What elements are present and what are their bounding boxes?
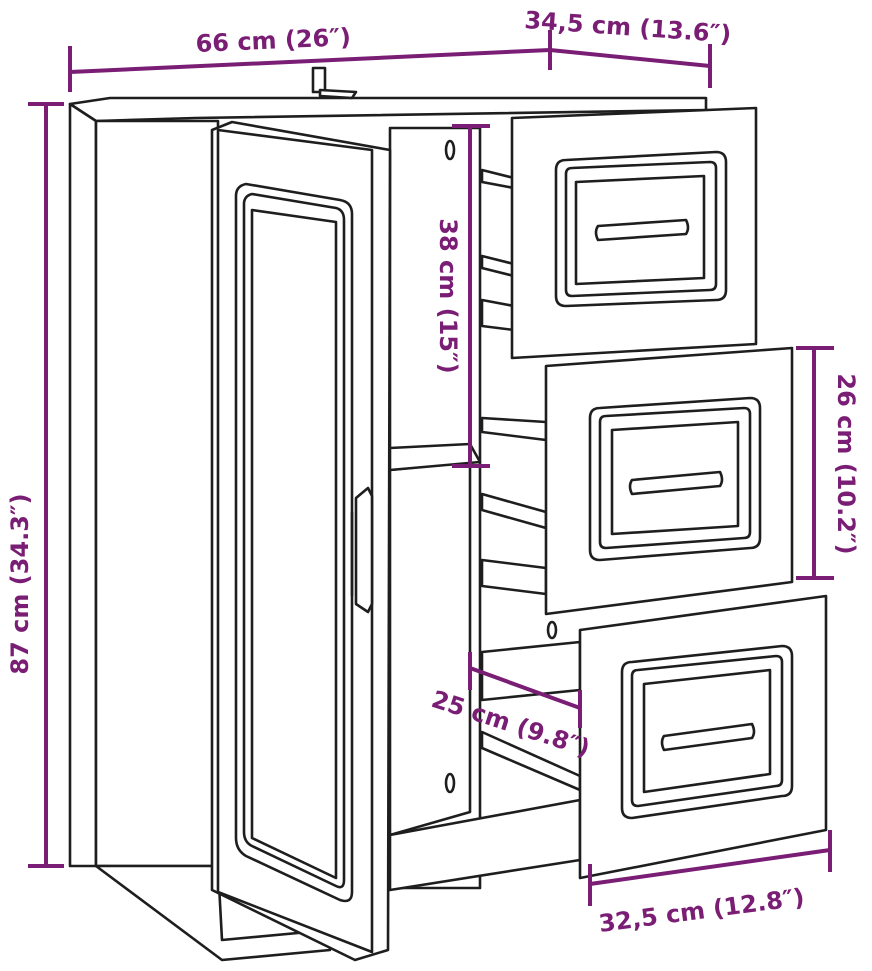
door-handle [354,486,374,614]
shelf-pin-hole [546,620,558,640]
door-raised-panel-outer [234,182,354,903]
label-depth: 34,5 cm (13.6″) [524,6,732,48]
drawer-bottom [578,594,828,880]
dimension-lines [28,30,834,906]
wall-mount-plate [318,88,358,100]
dim-line-width [69,48,551,74]
shelf-pin-hole [444,139,456,161]
drawer-runners [480,168,582,792]
drawer-top-handle [594,218,690,242]
drawer-top [510,106,758,360]
dim-line-depth [549,48,711,68]
cabinet-illustration [68,66,828,962]
runner-top-1 [480,168,516,190]
drawer-mid-top [480,416,548,442]
drawer-top-panel-outer [554,150,728,308]
label-drawer-section: 38 cm (15″) [434,218,462,373]
drawer-mid-side [480,558,548,596]
drawer-bottom-panel-inner [642,668,772,794]
label-height: 87 cm (34.3″) [6,493,34,674]
drawer-bottom-panel-outer [620,644,794,820]
interior-shelf-side [388,460,472,837]
dim-line-drawer-width [589,848,831,886]
label-drawer-width: 32,5 cm (12.8″) [597,883,806,938]
door-panel [216,128,374,954]
drawer-middle-handle [628,470,724,496]
cabinet-left-side [68,102,98,868]
label-width: 66 cm (26″) [195,23,352,58]
drawer-top-side [480,298,516,332]
runner-top-2 [480,254,516,278]
shelf-pin-hole [444,772,456,794]
door [210,120,392,962]
runner-mid [480,492,548,530]
drawer-middle [544,346,794,616]
label-drawer-front: 26 cm (10.2″) [832,373,860,554]
wall-mount-bracket [311,66,327,94]
cabinet-front-stile [94,119,220,868]
door-raised-panel-inner [250,208,338,880]
drawer-middle-panel-mid [598,406,752,550]
dim-line-drawer-depth [469,666,581,710]
drawer-top-panel-mid [564,160,718,298]
drawer-top-panel-inner [574,174,706,286]
door-raised-panel-mid [242,192,346,889]
drawer-middle-panel-outer [588,396,762,562]
drawer-middle-panel-inner [610,420,740,536]
drawer-bottom-panel-mid [630,654,784,808]
drawer-bottom-handle [660,722,756,752]
